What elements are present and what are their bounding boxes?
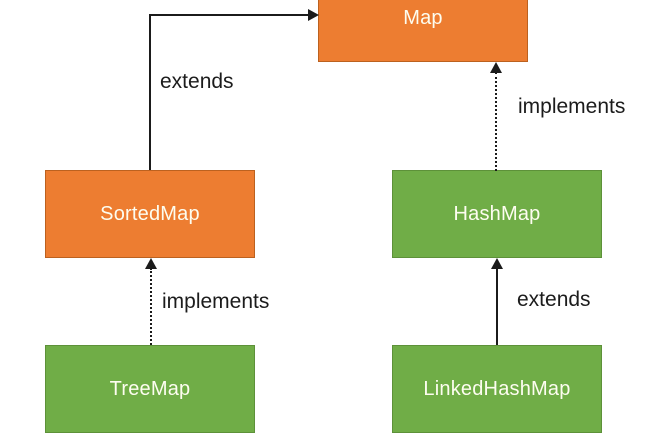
node-sortedmap-label: SortedMap (100, 202, 200, 225)
node-hashmap: HashMap (392, 170, 602, 258)
edge-linkedhashmap-hashmap-line (496, 268, 498, 345)
node-hashmap-label: HashMap (453, 202, 541, 225)
arrow-up-icon (491, 258, 503, 269)
arrow-right-icon (308, 9, 319, 21)
edge-label-extends-left: extends (160, 70, 234, 93)
node-treemap: TreeMap (45, 345, 255, 433)
edge-treemap-sortedmap-dotted-line (150, 268, 152, 345)
edge-label-extends-right: extends (517, 288, 591, 311)
edge-hashmap-map-dotted-line (495, 72, 497, 171)
edge-sortedmap-map-vertical-line (149, 14, 151, 170)
node-treemap-label: TreeMap (109, 377, 191, 400)
node-linkedhashmap-label: LinkedHashMap (423, 377, 571, 400)
arrow-up-icon (145, 258, 157, 269)
node-sortedmap: SortedMap (45, 170, 255, 258)
node-linkedhashmap: LinkedHashMap (392, 345, 602, 433)
edge-label-implements-right: implements (518, 95, 626, 118)
edge-sortedmap-map-horizontal-line (149, 14, 310, 16)
node-map: Map (318, 0, 528, 62)
node-map-label: Map (403, 6, 443, 29)
arrow-up-icon (490, 62, 502, 73)
edge-label-implements-left: implements (162, 290, 270, 313)
